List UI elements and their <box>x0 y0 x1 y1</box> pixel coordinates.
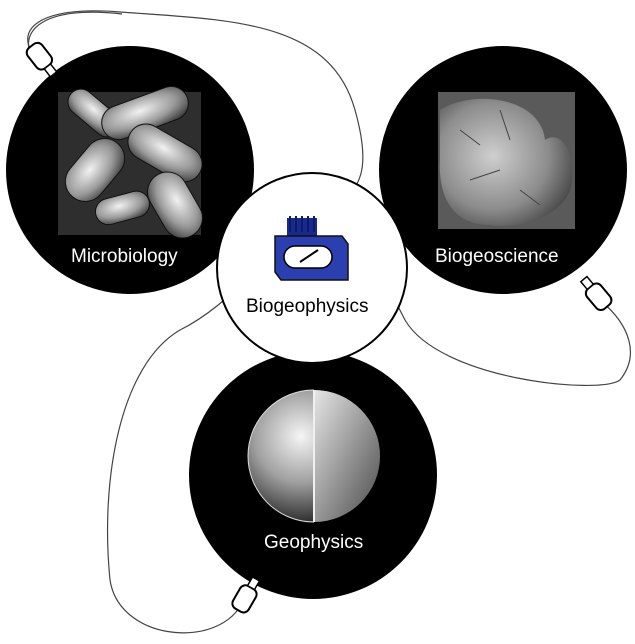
electrode-probe-icon <box>230 574 264 614</box>
electrode-probe-icon <box>24 40 60 79</box>
node-label-microbiology: Microbiology <box>71 246 178 268</box>
electrode-probe-icon <box>577 273 614 312</box>
node-geophysics <box>189 351 437 599</box>
node-biogeophysics <box>217 173 407 363</box>
bacteria-micrograph <box>57 82 210 246</box>
node-label-biogeoscience: Biogeoscience <box>435 246 559 268</box>
center-label-biogeophysics: Biogeophysics <box>246 296 369 318</box>
mineral-grain-micrograph <box>438 92 575 229</box>
node-label-geophysics: Geophysics <box>264 532 363 554</box>
earth-cross-section <box>248 390 380 522</box>
